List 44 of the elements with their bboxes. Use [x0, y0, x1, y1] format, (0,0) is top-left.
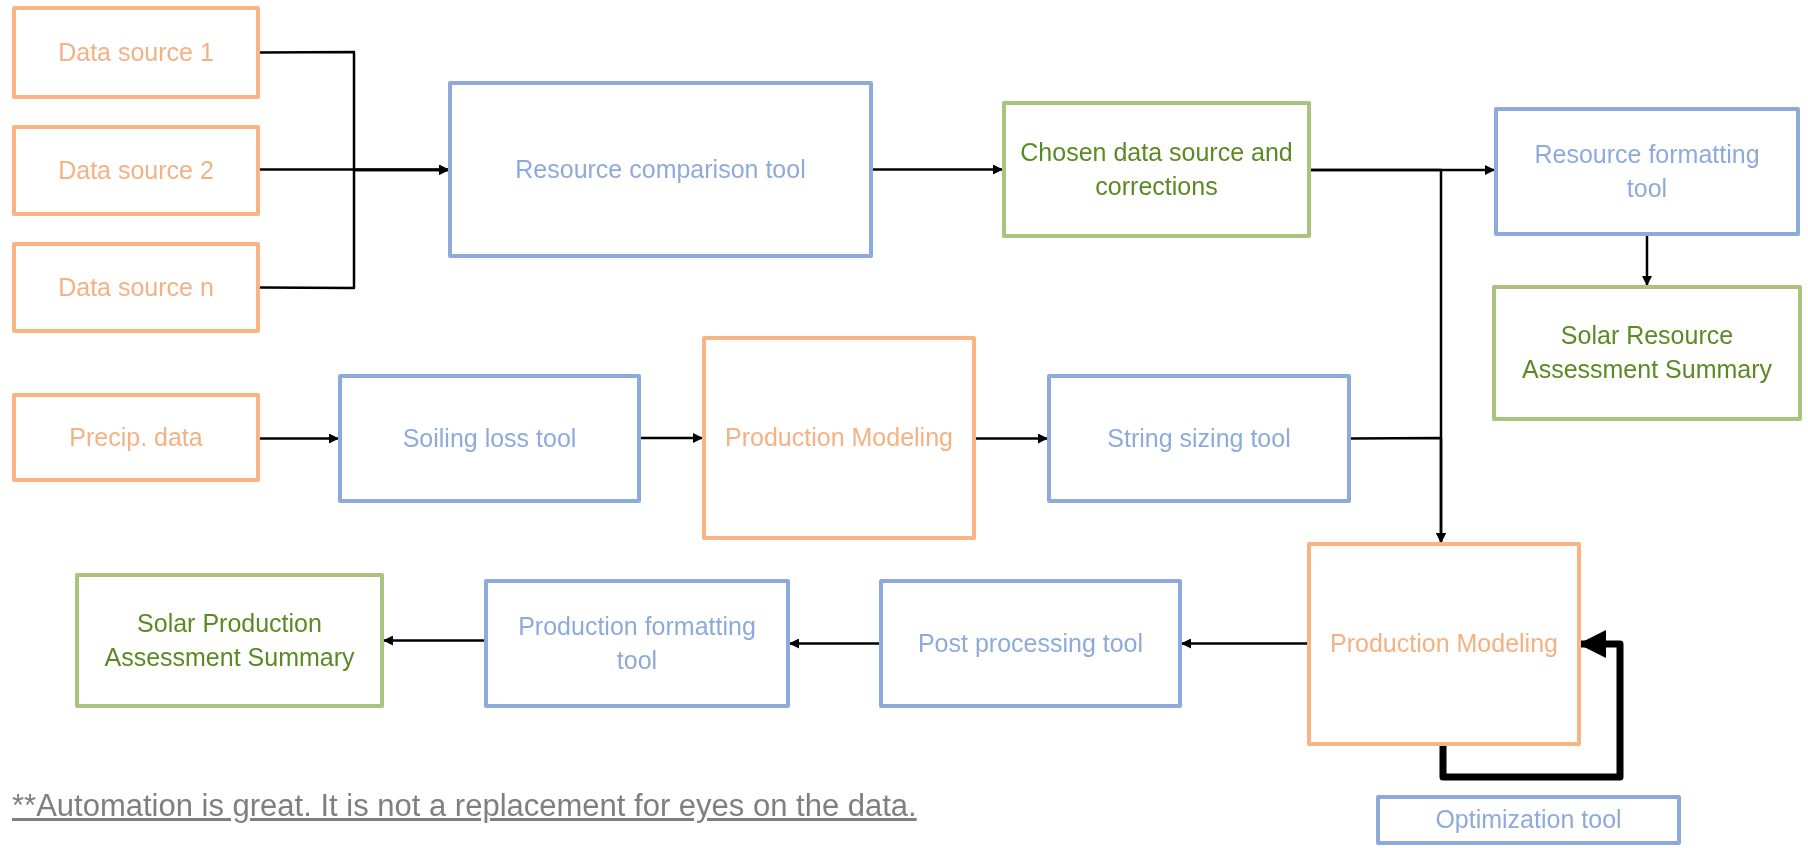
process-box [448, 81, 873, 258]
box-label: Chosen data source and corrections [1019, 136, 1294, 202]
arrow [641, 433, 703, 443]
box-label: Post processing tool [916, 627, 1145, 659]
box-label: Precip. data [68, 421, 204, 453]
box-label: Solar Resource Assessment Summary [1520, 320, 1774, 385]
box-label: Solar Production Assessment Summary [103, 607, 356, 673]
box-label: Data source 1 [57, 36, 215, 68]
process-box [484, 579, 790, 708]
box-label: Soiling loss tool [401, 422, 578, 454]
process-box [12, 125, 260, 216]
box-label: Production formatting tool [517, 610, 757, 676]
footnote: **Automation is great. It is not a replacement for eyes on the data. [12, 788, 917, 824]
arrow [1351, 436, 1446, 543]
box-label: Production Modeling [724, 422, 954, 454]
box-label: Resource formatting tool [1533, 138, 1761, 204]
arrow [976, 433, 1048, 444]
arrow [1181, 638, 1307, 649]
process-box [1376, 795, 1681, 845]
arrow [873, 164, 1003, 175]
box-label: Optimization tool [1434, 804, 1623, 836]
process-box [1494, 107, 1800, 236]
process-box [1047, 374, 1351, 503]
box-label: Data source n [57, 271, 215, 303]
process-box [1002, 101, 1311, 238]
box-label: Resource comparison tool [514, 153, 807, 185]
arrow [1642, 236, 1652, 286]
process-box [1307, 542, 1581, 746]
box-label: String sizing tool [1106, 422, 1292, 454]
process-box [12, 242, 260, 333]
process-box [338, 374, 641, 503]
arrow [260, 165, 449, 290]
feedback-loop-arrow [1439, 630, 1624, 781]
box-label: Production Modeling [1329, 628, 1559, 660]
process-box [12, 6, 260, 99]
process-box [879, 579, 1182, 708]
process-box [12, 393, 260, 482]
process-box [75, 573, 384, 708]
arrow [383, 635, 484, 646]
process-box [702, 336, 976, 540]
arrow [789, 638, 879, 649]
process-box [1492, 285, 1802, 421]
box-label: Data source 2 [57, 154, 215, 186]
arrow [260, 433, 339, 444]
